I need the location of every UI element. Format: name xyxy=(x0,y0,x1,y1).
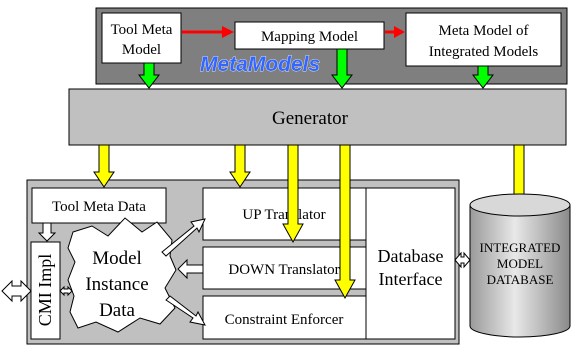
tool-meta-data-box xyxy=(31,187,167,224)
white-arrow-from-down-translator xyxy=(177,258,204,280)
db-interface-double-arrow xyxy=(454,251,471,269)
database-interface-box xyxy=(365,187,456,340)
yellow-arrow-into-constraint-enforcer xyxy=(334,144,356,300)
green-arrow-tool xyxy=(137,62,161,89)
model-instance-label-2: Instance xyxy=(85,274,148,295)
integrated-meta-model-box xyxy=(405,12,562,67)
yellow-arrow-to-tool-meta-data xyxy=(93,144,115,188)
generator-label: Generator xyxy=(272,108,349,129)
model-instance-label-1: Model xyxy=(92,248,142,269)
tool-meta-data-label: Tool Meta Data xyxy=(52,199,146,215)
tool-meta-model-label-1: Tool Meta xyxy=(111,22,173,38)
constraint-enforcer-label: Constraint Enforcer xyxy=(225,312,344,328)
red-arrow-tool-to-mapping xyxy=(182,26,234,38)
metamodels-label: MetaModels xyxy=(200,53,320,76)
white-arrow-meta-to-cmi xyxy=(37,222,57,242)
cmi-impl-label: CMI Impl xyxy=(35,254,55,327)
integrated-meta-model-label-2: Integrated Models xyxy=(429,44,539,60)
down-translator-label: DOWN Translator xyxy=(228,262,339,278)
integrated-model-database xyxy=(469,193,571,338)
mapping-model-box xyxy=(234,21,385,50)
green-arrow-mapping xyxy=(330,48,354,89)
up-translator-label: UP Translator xyxy=(242,207,325,223)
database-interface-label-2: Interface xyxy=(379,269,443,289)
up-translator-box xyxy=(202,187,367,241)
model-instance-label-3: Data xyxy=(99,300,135,321)
database-label-2: MODEL xyxy=(497,256,543,271)
integrated-meta-model-label-1: Meta Model of xyxy=(439,23,529,39)
tool-meta-model-label-2: Model xyxy=(122,42,161,58)
tool-meta-model-box xyxy=(101,12,182,64)
database-label-1: INTEGRATED xyxy=(480,240,561,255)
mapping-model-label: Mapping Model xyxy=(261,29,358,45)
database-interface-label-1: Database xyxy=(378,246,444,266)
white-arrow-to-up-translator xyxy=(161,218,206,257)
yellow-arrow-to-up-translator xyxy=(229,144,251,188)
white-arrow-to-constraint-enforcer xyxy=(165,295,206,326)
generator-panel xyxy=(68,88,567,146)
yellow-arrow-into-up-translator xyxy=(282,144,304,244)
green-arrow-integrated xyxy=(471,65,495,89)
database-label-3: DATABASE xyxy=(487,272,554,287)
model-instance-data-blob xyxy=(67,217,177,333)
cmi-external-double-arrow xyxy=(1,279,32,303)
red-arrow-mapping-to-integrated xyxy=(385,26,405,38)
